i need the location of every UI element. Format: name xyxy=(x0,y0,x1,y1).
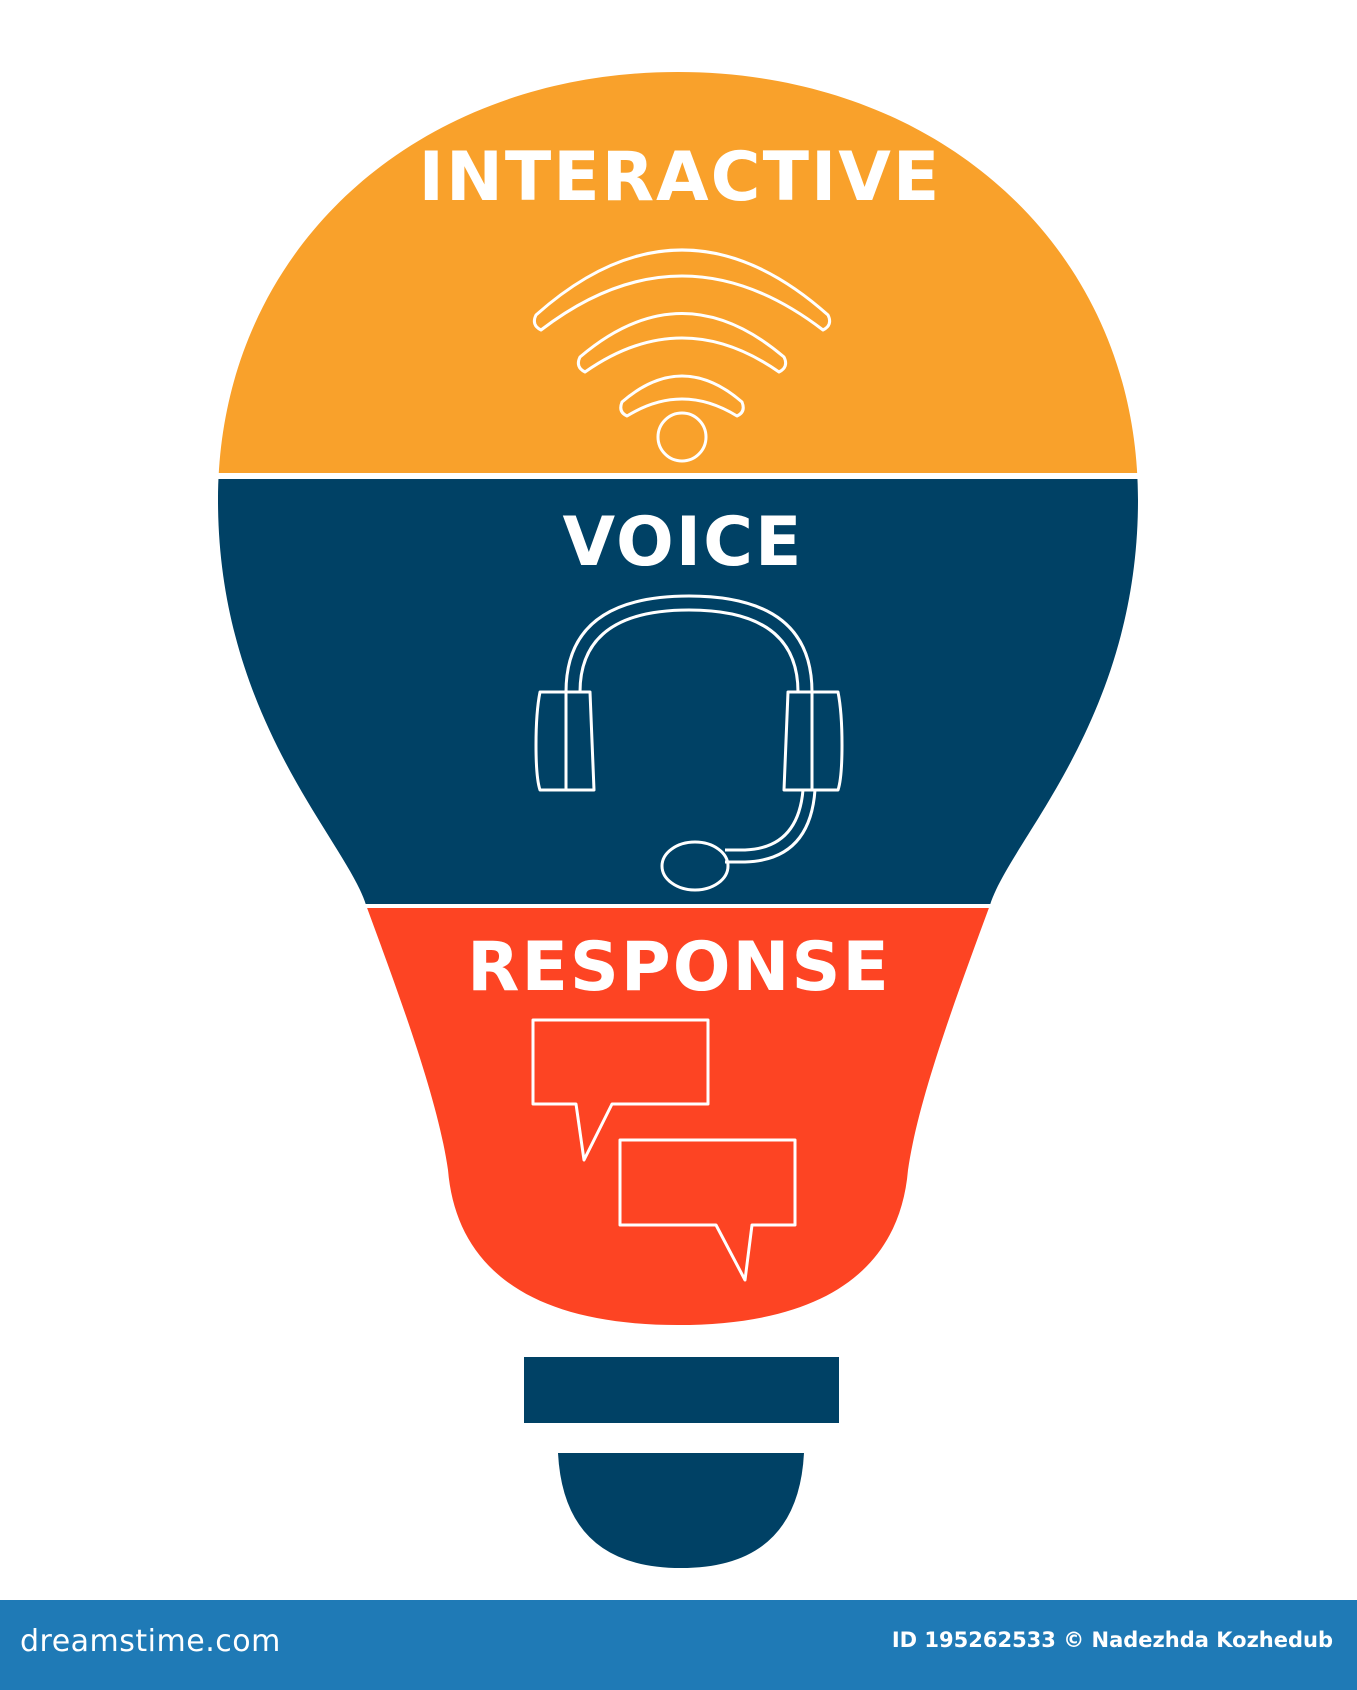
response-label: RESPONSE xyxy=(467,928,891,1007)
voice-label: VOICE xyxy=(563,503,804,582)
watermark-site: dreamstime.com xyxy=(20,1624,281,1659)
bulb-base-cap xyxy=(558,1453,804,1568)
speech-bubbles-icon xyxy=(531,1018,797,1282)
headset-icon xyxy=(534,594,844,892)
watermark-credit: ID 195262533 © Nadezhda Kozhedub xyxy=(891,1628,1333,1652)
lightbulb-graphic: INTERACTIVE VOICE RESPONSE xyxy=(218,72,1138,1568)
wifi-signal-icon xyxy=(532,248,832,463)
bulb-base-bar xyxy=(524,1357,839,1423)
interactive-label: INTERACTIVE xyxy=(419,138,942,217)
navy-band xyxy=(218,479,1138,904)
orange-band xyxy=(218,72,1138,473)
watermark-footer: dreamstime.com ID 195262533 © Nadezhda K… xyxy=(0,1600,1357,1690)
